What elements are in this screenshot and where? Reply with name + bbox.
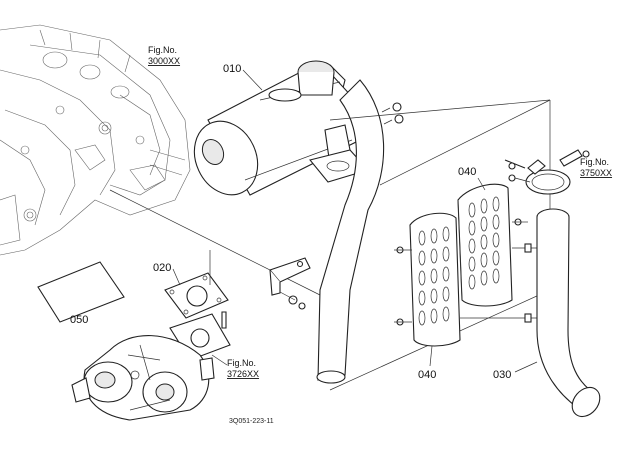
label-030: 030 xyxy=(493,369,511,381)
leader-cover-to-pipe xyxy=(379,99,551,186)
drawing-code: 3Q051-223-11 xyxy=(229,418,274,425)
leader-040-upper xyxy=(477,177,486,191)
fig-ref-turbo-code: 3726XX xyxy=(227,369,259,379)
label-040-upper: 040 xyxy=(458,166,476,178)
leader-030 xyxy=(514,361,538,373)
cover-lower-part xyxy=(394,212,461,347)
label-010: 010 xyxy=(223,63,241,75)
fig-ref-engine: Fig.No. 3000XX xyxy=(148,45,180,66)
assembly-lines xyxy=(460,100,551,323)
connecting-pipe xyxy=(316,79,385,384)
mounting-bracket xyxy=(269,257,311,310)
engine-leader-line xyxy=(109,189,331,301)
label-040-lower: 040 xyxy=(418,369,436,381)
leader-010 xyxy=(242,69,263,91)
fig-ref-clamp-title: Fig.No. xyxy=(580,157,609,167)
fig-ref-turbo-title: Fig.No. xyxy=(227,358,256,368)
pipe-part xyxy=(536,208,601,418)
muffler-part xyxy=(193,60,369,196)
sheet-part xyxy=(37,261,125,323)
label-050: 050 xyxy=(70,314,88,326)
label-020: 020 xyxy=(153,262,171,274)
muffler-bolts xyxy=(381,102,404,125)
leader-040-lower xyxy=(429,345,433,367)
gasket-part xyxy=(164,272,229,319)
turbocharger xyxy=(71,313,231,421)
fig-ref-engine-code: 3000XX xyxy=(148,56,180,66)
fig-ref-turbo: Fig.No. 3726XX xyxy=(227,358,259,379)
fig-ref-engine-title: Fig.No. xyxy=(148,45,177,55)
engine-block xyxy=(0,24,191,256)
fig-ref-clamp: Fig.No. 3750XX xyxy=(580,157,612,178)
studs xyxy=(209,250,227,329)
clamp-part xyxy=(504,149,590,195)
leader-020 xyxy=(172,268,181,286)
fig-ref-clamp-code: 3750XX xyxy=(580,168,612,178)
leader-turbo-ref xyxy=(211,354,228,366)
cover-upper-part xyxy=(457,183,528,307)
leader-muffler-cover xyxy=(329,99,551,121)
